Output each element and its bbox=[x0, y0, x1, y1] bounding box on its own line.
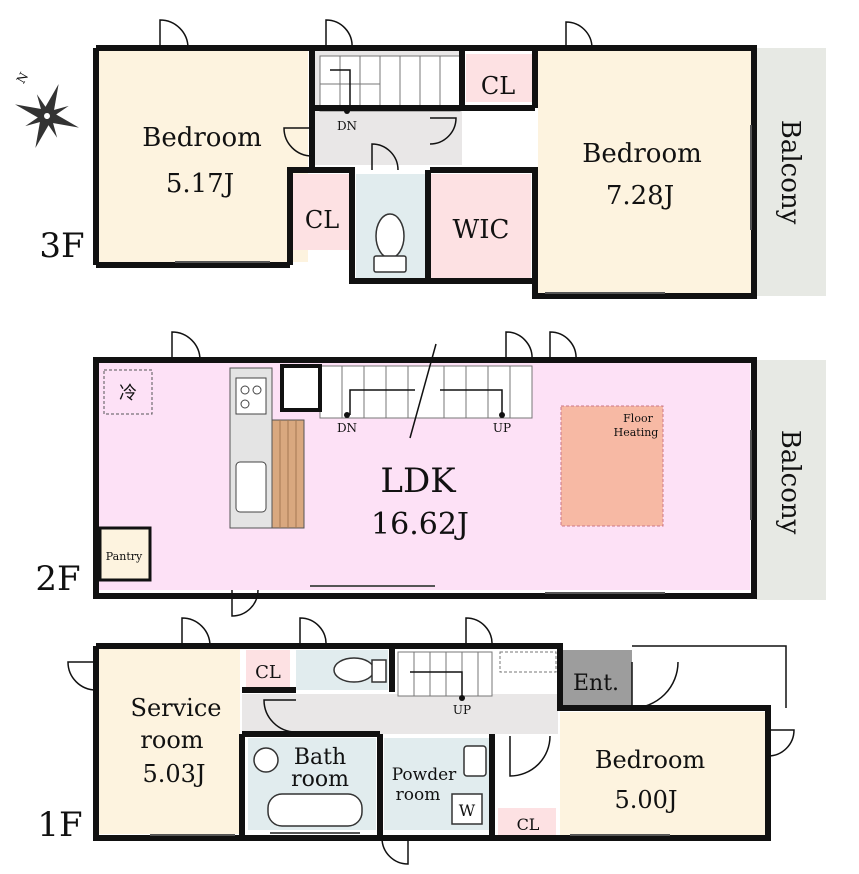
floor-heating-line1: Floor bbox=[623, 412, 653, 425]
sink-icon bbox=[235, 461, 267, 513]
stairs-3f bbox=[319, 55, 461, 112]
floor-3f: Bedroom 5.17J CL CL WIC Bedroom 7.28J Ba… bbox=[39, 19, 826, 299]
stairs-2f bbox=[319, 365, 533, 419]
pantry-label: Pantry bbox=[106, 550, 143, 563]
porch-outline bbox=[632, 645, 787, 708]
floor-2f: 冷 Pantry LDK 16.62J Floor Heating Balcon… bbox=[35, 331, 826, 617]
floor-label-3f: 3F bbox=[39, 226, 84, 266]
balcony-3f-fill bbox=[756, 48, 826, 296]
washer-icon bbox=[451, 793, 483, 825]
toilet-1f-icon bbox=[333, 657, 375, 683]
pantry-fill bbox=[98, 526, 152, 582]
powder-room-line2: room bbox=[396, 785, 441, 805]
closet-3f-left-fill bbox=[293, 174, 349, 250]
floor-label-2f: 2F bbox=[35, 559, 80, 599]
floor-1f: Service room 5.03J CL Ent. Bath room Pow… bbox=[37, 617, 795, 865]
kitchen-counter bbox=[229, 367, 305, 529]
fridge-label: 冷 bbox=[119, 383, 137, 404]
doors-2f bbox=[171, 331, 577, 617]
powder-room-line1: Powder bbox=[392, 765, 457, 785]
closet-3f-top-label: CL bbox=[481, 72, 515, 100]
bedroom-1f-fill bbox=[560, 712, 766, 836]
floor-heating-area bbox=[560, 405, 664, 527]
closet-1f-top-fill bbox=[246, 650, 290, 688]
balcony-3f-label: Balcony bbox=[775, 120, 805, 225]
bedroom-3f-right-fill bbox=[538, 50, 752, 294]
bedroom-3f-left-fill bbox=[98, 50, 308, 262]
stair-2f-up: UP bbox=[493, 421, 511, 435]
stairs-1f bbox=[397, 651, 493, 697]
stair-3f-dn: DN bbox=[337, 119, 357, 133]
entrance-fill bbox=[562, 650, 632, 706]
bath-room-line2: room bbox=[291, 767, 349, 792]
closet-1f-bottom-label: CL bbox=[517, 815, 540, 834]
service-room-name-line1: Service bbox=[131, 694, 222, 722]
walls-2f bbox=[93, 357, 757, 599]
bath-room-line1: Bath bbox=[294, 745, 346, 770]
bedroom-1f-name: Bedroom bbox=[595, 746, 706, 774]
bedroom-1f-size: 5.00J bbox=[614, 786, 677, 814]
bedroom-3f-right-name: Bedroom bbox=[582, 139, 702, 169]
stair-1f-up: UP bbox=[453, 703, 471, 717]
floor-label-1f: 1F bbox=[37, 805, 82, 845]
compass-rose-icon: N bbox=[14, 70, 79, 148]
shower-icon bbox=[253, 747, 279, 773]
service-room-name-line2: room bbox=[140, 726, 203, 754]
windows-1f bbox=[150, 832, 670, 836]
floor-heating-line2: Heating bbox=[614, 426, 659, 439]
toilet-icon bbox=[373, 213, 407, 273]
bedroom-3f-right-size: 7.28J bbox=[606, 181, 674, 211]
doors-1f bbox=[67, 617, 795, 865]
closet-1f-bottom-fill bbox=[498, 808, 556, 838]
doors-3f bbox=[159, 19, 593, 171]
ldk-name: LDK bbox=[380, 461, 456, 501]
compass-north-label: N bbox=[14, 70, 31, 86]
closet-1f-top-label: CL bbox=[255, 662, 281, 683]
stair-2f-dn: DN bbox=[337, 421, 357, 435]
balcony-2f-label: Balcony bbox=[775, 430, 805, 535]
walls-1f bbox=[93, 643, 771, 841]
balcony-2f-fill bbox=[756, 360, 826, 600]
bedroom-3f-left-name: Bedroom bbox=[142, 123, 262, 153]
closet-3f-top-fill bbox=[466, 54, 532, 102]
wic-label: WIC bbox=[453, 215, 510, 245]
closet-3f-left-label: CL bbox=[305, 206, 339, 234]
bathtub-icon bbox=[267, 793, 363, 827]
fridge-outline bbox=[103, 369, 153, 415]
service-room-fill bbox=[98, 648, 240, 834]
ldk-size: 16.62J bbox=[371, 507, 469, 542]
walls-3f bbox=[93, 45, 757, 299]
entrance-label: Ent. bbox=[573, 671, 619, 696]
stove-icon bbox=[235, 377, 267, 415]
windows-2f bbox=[310, 430, 752, 594]
bedroom-3f-left-size: 5.17J bbox=[166, 169, 234, 199]
windows-3f bbox=[175, 125, 752, 294]
washer-label: W bbox=[459, 801, 476, 820]
wic-fill bbox=[431, 174, 531, 278]
service-room-size: 5.03J bbox=[142, 760, 205, 788]
basin-icon bbox=[463, 745, 487, 777]
